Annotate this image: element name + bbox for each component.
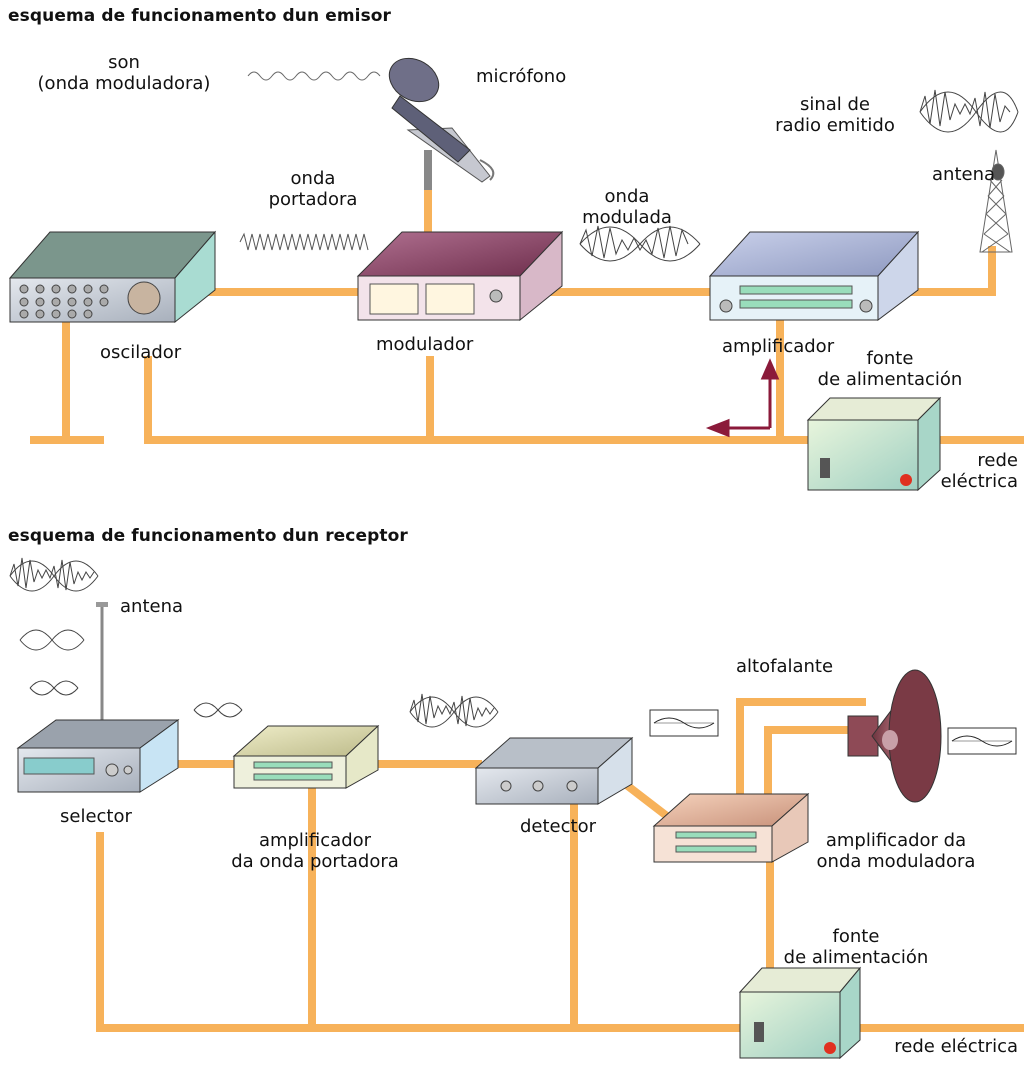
label-signal-line2: radio emitido (775, 115, 895, 136)
label-carrier-line2: portadora (268, 189, 358, 210)
emitter-wires (30, 184, 1024, 444)
receiver-title: esquema de funcionamento dun receptor (8, 526, 408, 546)
emitter-title: esquema de funcionamento dun emisor (8, 6, 392, 26)
power-supply-device (806, 396, 942, 492)
label-carrier-line1: onda (290, 168, 336, 189)
audio-signal-boxes (649, 709, 1017, 755)
label-grid-line2: eléctrica (940, 471, 1018, 492)
vu-meter-left-icon (369, 283, 419, 315)
label-detector: detector (520, 816, 596, 837)
receiver-power-supply-device (738, 966, 862, 1060)
label-power-supply: fonte de alimentación (800, 348, 980, 390)
arrow-up-icon (760, 358, 780, 380)
label-modulated-line1: onda (604, 186, 650, 207)
sound-wave (247, 71, 381, 81)
label-carrier-amp-line2: da onda portadora (231, 851, 399, 872)
label-selector: selector (60, 806, 132, 827)
label-sound-line2: (onda moduladora) (37, 73, 211, 94)
label-mod-amp-line1: amplificador da (825, 830, 967, 851)
carrier-amplifier-device (232, 724, 380, 789)
arrow-left-icon (705, 418, 730, 438)
microphone-icon (388, 57, 495, 190)
label-receiver-power-line1: fonte (832, 926, 880, 947)
carrier-wave (239, 232, 369, 251)
received-waves (9, 557, 499, 728)
label-microphone: micrófono (476, 66, 567, 87)
label-oscillator: oscilador (100, 342, 182, 363)
receiver-antenna-tip (96, 602, 108, 607)
label-electric-grid: rede eléctrica (920, 450, 1018, 492)
label-power-line2: de alimentación (817, 369, 963, 390)
label-receiver-power-supply: fonte de alimentación (766, 926, 946, 968)
label-receiver-grid: rede eléctrica (894, 1036, 1018, 1057)
label-grid-line1: rede (977, 450, 1018, 471)
power-switch-icon (820, 458, 830, 478)
label-signal-line1: sinal de (799, 94, 871, 115)
label-carrier-amplifier: amplificador da onda portadora (210, 830, 420, 872)
detector-device (474, 736, 634, 805)
label-modulating-amplifier: amplificador da onda moduladora (806, 830, 986, 872)
label-receiver-power-line2: de alimentación (783, 947, 929, 968)
vu-meter-right-icon (425, 283, 475, 315)
wire-power-bus (144, 356, 1024, 444)
current-arrows (705, 358, 780, 438)
label-sound-line1: son (108, 52, 140, 73)
power-led-icon (900, 474, 912, 486)
label-modulated-line2: modulada (582, 207, 672, 228)
oscillator-device (8, 230, 217, 324)
label-antenna-receiver: antena (120, 596, 184, 617)
label-carrier-amp-line1: amplificador (258, 830, 372, 851)
label-emitted-signal: sinal de radio emitido (770, 94, 900, 136)
label-antenna-emitter: antena (932, 164, 996, 185)
label-power-line1: fonte (866, 348, 914, 369)
label-sound: son (onda moduladora) (24, 52, 224, 94)
label-amplifier: amplificador (722, 336, 835, 357)
label-speaker: altofalante (736, 656, 834, 677)
emitted-signal-wave (919, 89, 1019, 133)
modulator-device (356, 230, 564, 322)
label-mod-amp-line2: onda moduladora (816, 851, 976, 872)
oscillator-speaker-icon (127, 281, 161, 315)
receiver-wires (96, 698, 1024, 1032)
speaker-icon (847, 669, 942, 803)
selector-device (16, 719, 180, 793)
label-modulator: modulador (376, 334, 474, 355)
label-modulated-wave: onda modulada (572, 186, 682, 228)
modulated-wave (579, 225, 701, 262)
modulating-amplifier-device (652, 792, 810, 863)
label-carrier-wave: onda portadora (248, 168, 378, 210)
antenna-tower-icon (979, 149, 1013, 253)
amplifier-device (708, 230, 920, 321)
wire-amp-antenna (898, 246, 996, 296)
